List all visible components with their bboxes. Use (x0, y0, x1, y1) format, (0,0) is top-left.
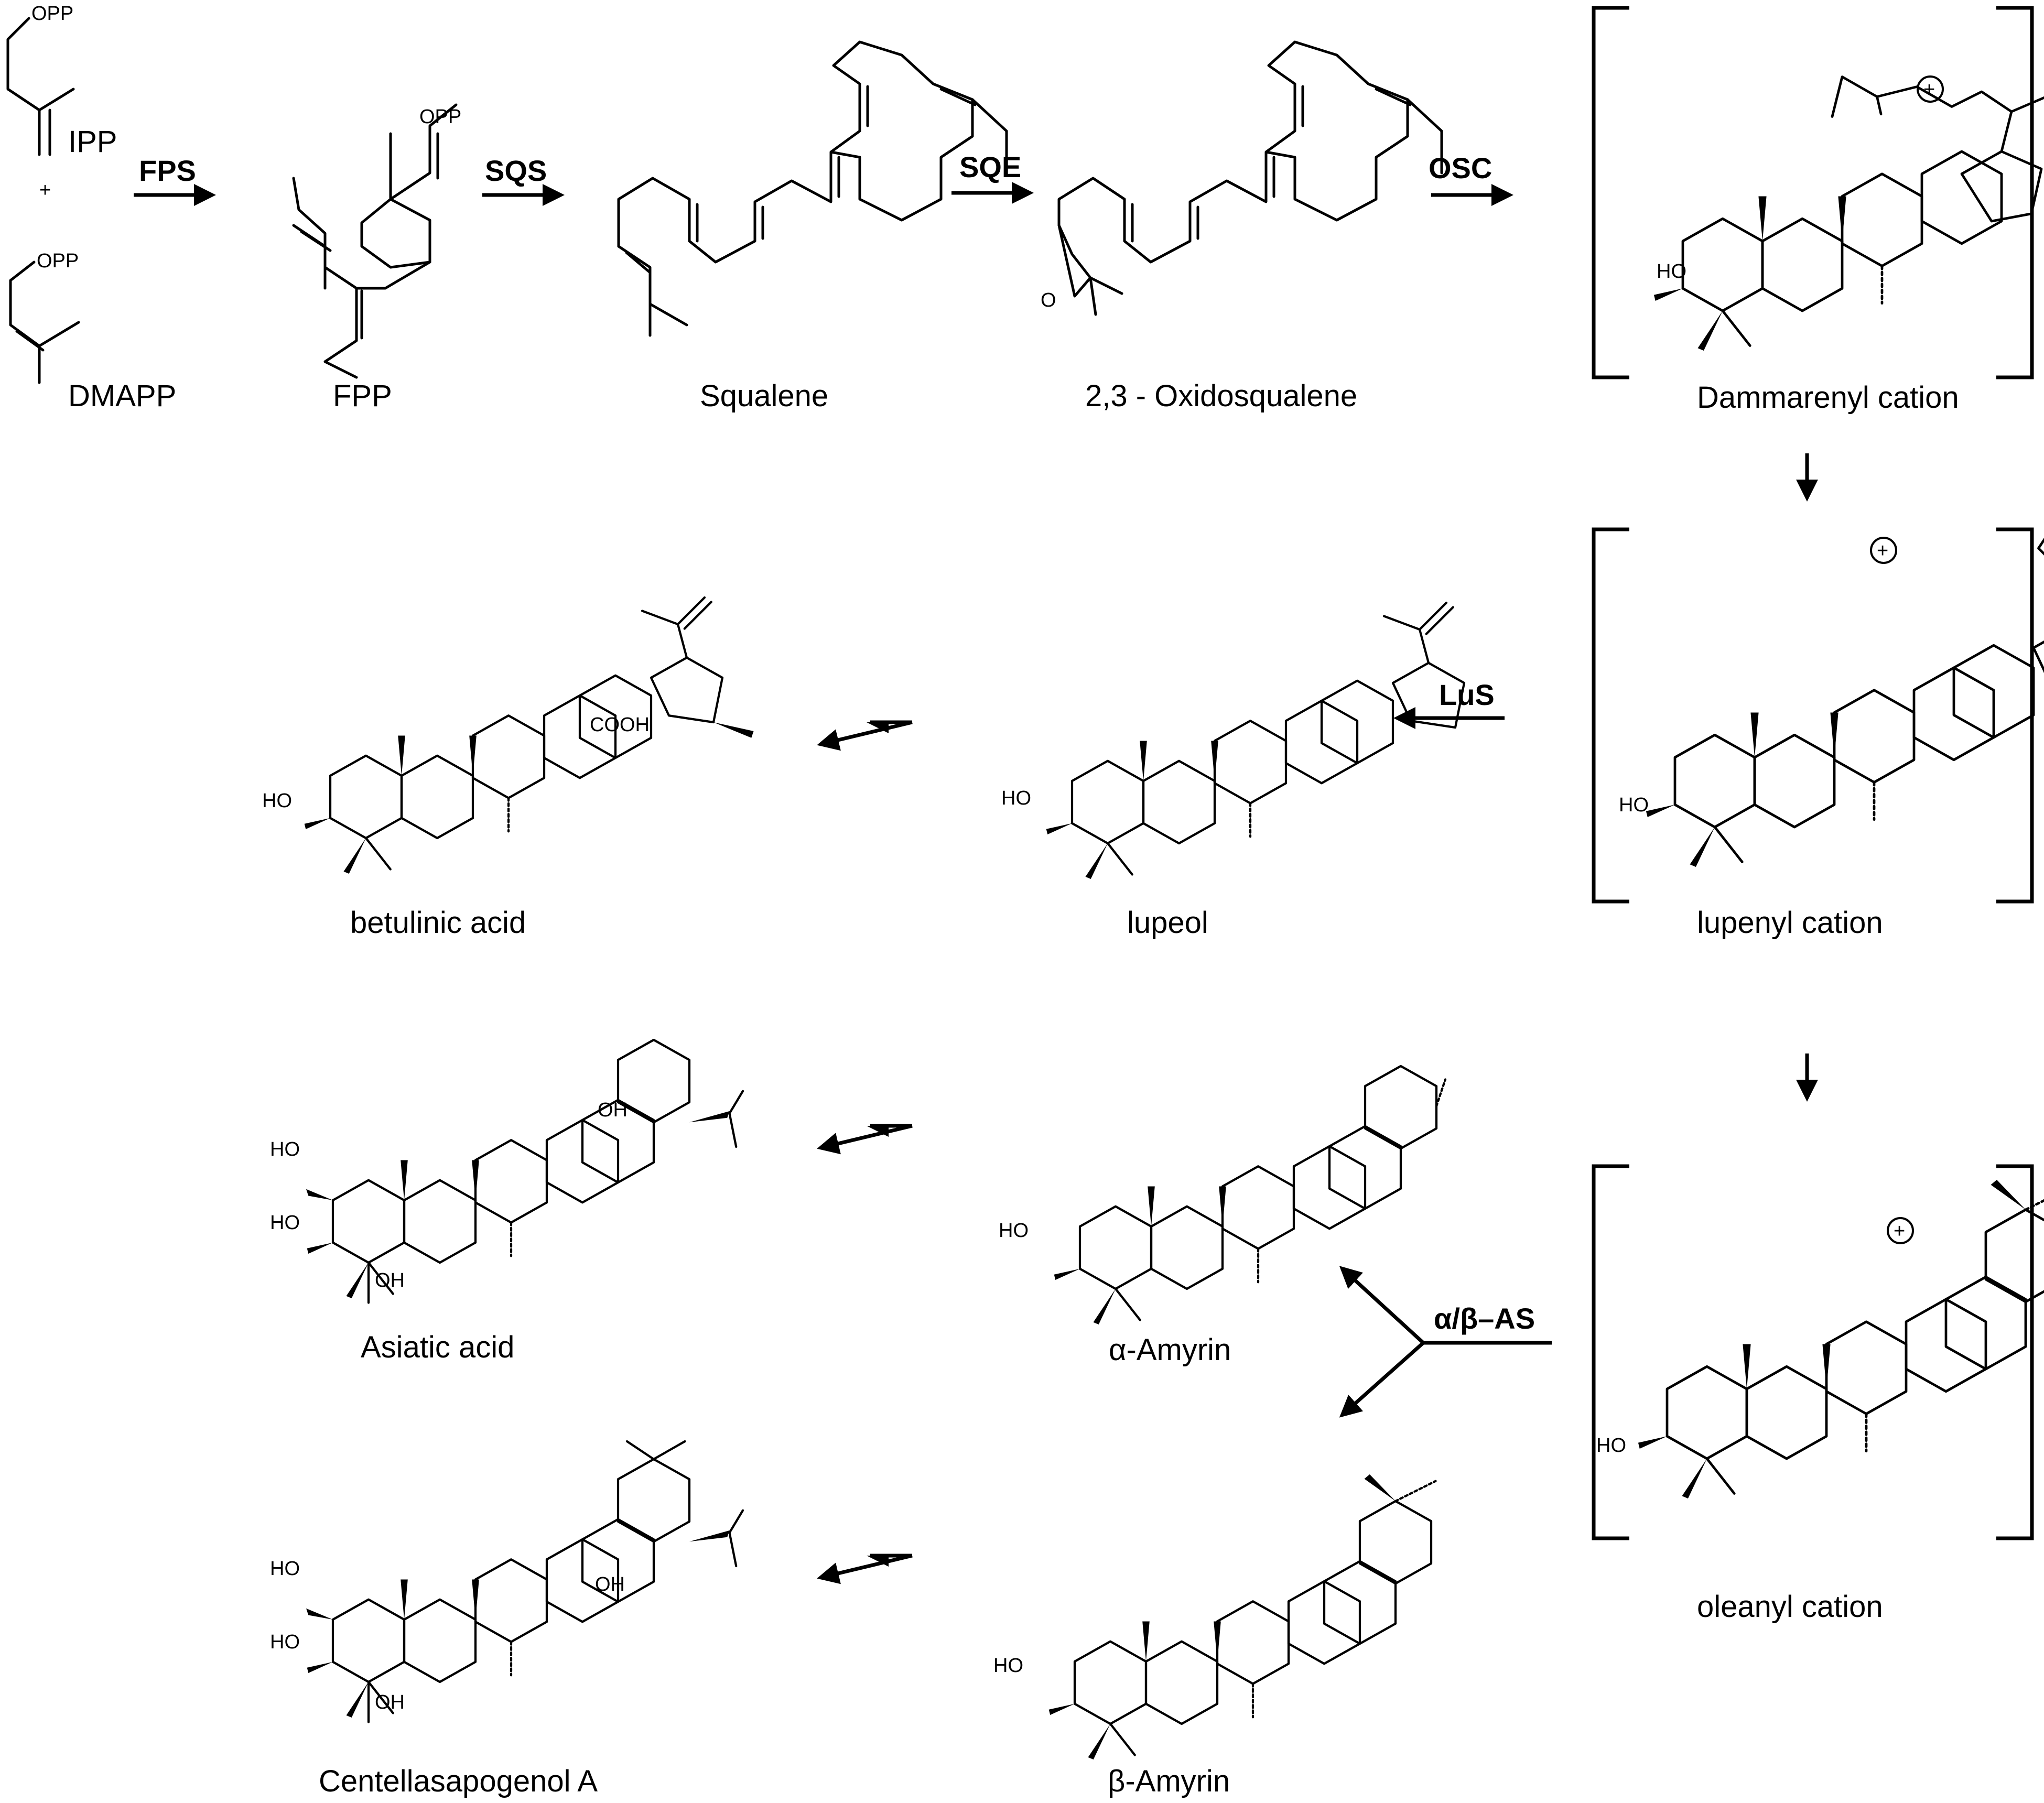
dmapp-label: DMAPP (68, 379, 176, 413)
oleanyl-cation-charge (1887, 1217, 1914, 1244)
dammarenyl-label: Dammarenyl cation (1697, 381, 1959, 415)
centellasapogenol-oh-label: OH (595, 1573, 625, 1595)
lupenyl-cation-charge (1870, 537, 1897, 564)
asiatic-acid-structure (306, 1038, 744, 1304)
alpha-amyrin-structure (1054, 1065, 1447, 1324)
lupeol-label: lupeol (1127, 906, 1208, 940)
dammarenyl-bracket-right (1996, 6, 2034, 379)
oleanyl-cation-plus: + (1894, 1220, 1905, 1242)
dammarenyl-ho-label: HO (1657, 260, 1686, 283)
sqe-label: SQE (959, 150, 1021, 183)
alpha-beta-as-label: α/β–AS (1434, 1302, 1535, 1335)
amyrin-to-centellasapogenol-arrows (817, 1554, 913, 1584)
beta-amyrin-ho-label: HO (993, 1655, 1023, 1677)
lupenyl-ho-label: HO (1619, 794, 1649, 816)
oleanyl-structure (1638, 1180, 2044, 1498)
centellasapogenol-oh23-label: OH (375, 1691, 405, 1713)
oleanyl-label: oleanyl cation (1697, 1590, 1883, 1624)
lus-label: LuS (1439, 678, 1495, 711)
fpp-label: FPP (333, 379, 392, 413)
betulinic-acid-structure (305, 596, 754, 874)
oleanyl-bracket-right (1996, 1164, 2034, 1540)
lupenyl-bracket-right (1996, 527, 2034, 904)
alpha-amyrin-ho-label: HO (999, 1220, 1029, 1242)
fps-label: FPS (139, 154, 196, 187)
beta-amyrin-label: β-Amyrin (1108, 1764, 1230, 1798)
amyrin-to-asiatic-arrows (817, 1124, 913, 1155)
sqs-label: SQS (485, 154, 547, 187)
oxidosqualene-label: 2,3 - Oxidosqualene (1085, 379, 1357, 413)
asiatic-ho2-label: HO (270, 1138, 300, 1160)
osc-label: OSC (1429, 151, 1492, 184)
squalene-label: Squalene (700, 379, 828, 413)
lupenyl-bracket-left (1592, 527, 1629, 904)
oleanyl-bracket-left (1592, 1164, 1629, 1540)
betulinic-ho-label: HO (262, 790, 292, 812)
oxidosqualene-structure (1057, 40, 1443, 316)
ipp-structure (6, 17, 75, 156)
lupenyl-cation-plus: + (1877, 540, 1888, 562)
dammarenyl-cation-plus: + (1923, 79, 1935, 101)
centellasapogenol-structure (306, 1440, 744, 1723)
asiatic-acid-label: Asiatic acid (361, 1330, 514, 1364)
centellasapogenol-ho3-label: HO (270, 1631, 300, 1653)
plus-sign: + (39, 179, 51, 201)
ipp-opp-label: OPP (31, 3, 73, 25)
asiatic-oh23-label: OH (375, 1269, 405, 1291)
alpha-beta-as-arrows (1339, 1266, 1552, 1418)
dmapp-structure (9, 260, 80, 384)
fpp-opp-label: OPP (419, 106, 461, 128)
lupeol-to-betulinic-arrows (817, 720, 913, 751)
fpp-structure (292, 103, 458, 379)
ipp-label: IPP (68, 125, 117, 159)
asiatic-ho3-label: HO (270, 1212, 300, 1234)
centellasapogenol-ho2-label: HO (270, 1558, 300, 1580)
lupeol-ho-label: HO (1001, 787, 1031, 809)
dammarenyl-bracket-left (1592, 6, 1629, 379)
oleanyl-ho-label: HO (1596, 1435, 1626, 1457)
betulinic-cooh-label: COOH (590, 714, 650, 736)
lupenyl-label: lupenyl cation (1697, 906, 1883, 940)
centellasapogenol-label: Centellasapogenol A (319, 1764, 598, 1798)
dmapp-opp-label: OPP (37, 250, 79, 272)
dammarenyl-cation-charge (1917, 75, 1944, 103)
squalene-structure (617, 40, 1008, 337)
dammarenyl-structure (1654, 75, 2044, 351)
epoxide-o-label: O (1041, 289, 1056, 311)
lupenyl-structure (1646, 537, 2044, 867)
lupeol-structure (1046, 601, 1466, 879)
betulinic-acid-label: betulinic acid (350, 906, 526, 940)
beta-amyrin-structure (1049, 1474, 1437, 1759)
alpha-amyrin-label: α-Amyrin (1109, 1333, 1231, 1367)
asiatic-acid-oh-label: OH (598, 1099, 628, 1121)
